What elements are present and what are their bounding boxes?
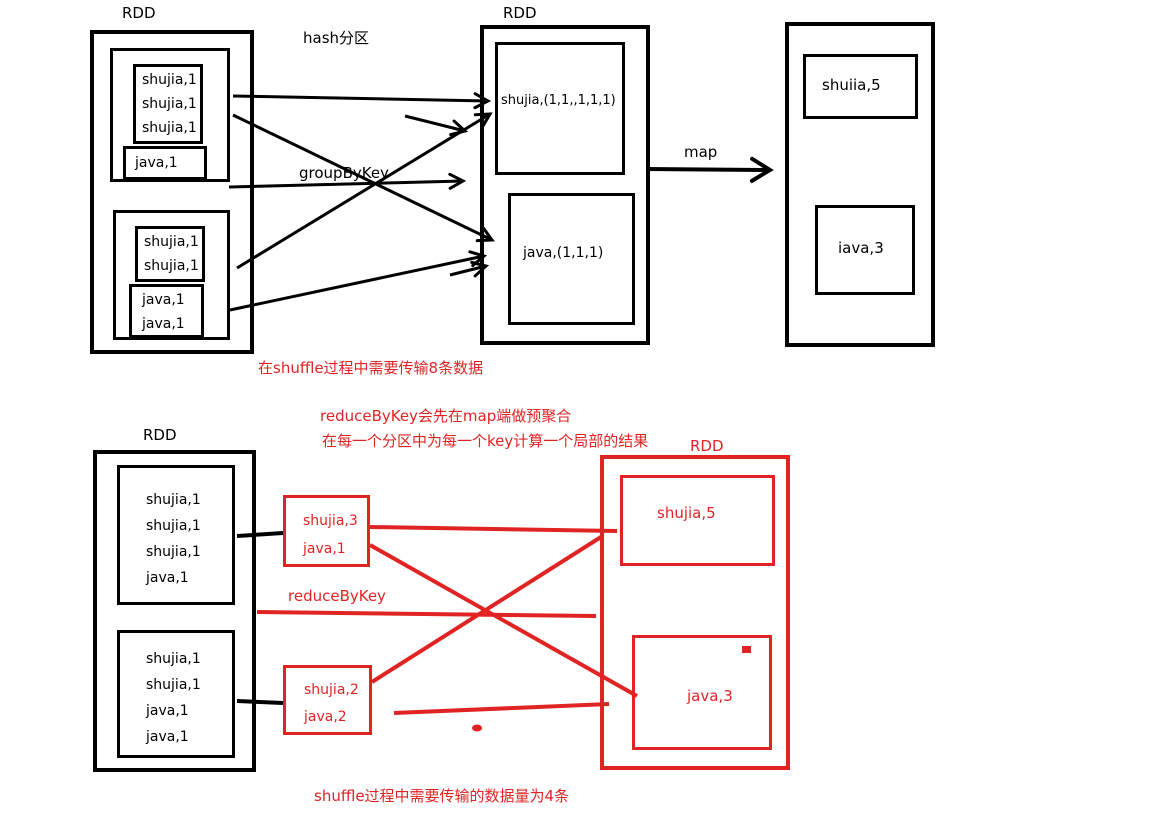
record: java,1 [142, 316, 185, 332]
bottom-shuffle-note: shuffle过程中需要传输的数据量为4条 [314, 787, 570, 805]
hash-partition-label: hash分区 [303, 29, 370, 47]
record: java,1 [146, 570, 189, 586]
arrow-p2shujia-to-shujia-group [236, 112, 493, 270]
bottom-partition2-box: shujia,1 shujia,1 java,1 java,1 [117, 630, 235, 758]
record: shujia,1 [142, 120, 197, 136]
line-reducebykey [256, 610, 597, 618]
bottom-left-rdd-container [93, 450, 256, 772]
bottom-java-result-box: java,3 [632, 635, 772, 750]
top-p1-java-box: java,1 [123, 146, 207, 180]
record: java,1 [135, 155, 178, 171]
shujia-result-text: shujia,5 [657, 504, 716, 522]
line-combiner1-to-shujia-result [369, 525, 618, 533]
red-dot-mark [472, 724, 482, 732]
record: shujia,1 [144, 234, 199, 250]
record: shujia,1 [146, 518, 201, 534]
record: java,1 [146, 729, 189, 745]
top-shuffle-note: 在shuffle过程中需要传输8条数据 [258, 359, 484, 377]
arrow-map [645, 156, 774, 183]
shujia-group-box: shujia,(1,1,,1,1,1) [495, 42, 625, 175]
record: shujia,1 [146, 492, 201, 508]
record: shujia,1 [146, 677, 201, 693]
record: java,2 [304, 709, 347, 725]
line-combiner1-to-java-result [369, 543, 638, 698]
record: java,1 [303, 541, 346, 557]
top-p1-shujia-box: shujia,1 shujia,1 shujia,1 [133, 64, 203, 144]
top-p2-java-box: java,1 java,1 [129, 284, 204, 338]
arrow-p1shujia-to-shujia-group [232, 92, 492, 110]
record: shujia,1 [144, 258, 199, 274]
top-p2-shujia-box: shujia,1 shujia,1 [135, 226, 205, 282]
shujia-result-text: shuiia,5 [822, 76, 881, 94]
line-combiner2-to-java-result [393, 702, 610, 715]
bottom-left-rdd-label: RDD [143, 426, 177, 444]
middle-note-line1: reduceByKey会先在map端做预聚合 [320, 407, 572, 425]
line-combiner2-to-shujia-result [370, 535, 603, 684]
top-left-partition2 [113, 210, 230, 340]
record: shujia,1 [146, 544, 201, 560]
map-label: map [684, 143, 718, 161]
arrow-sketch-stroke-shujia [404, 114, 469, 137]
record: java,1 [142, 292, 185, 308]
bottom-right-rdd-label: RDD [690, 437, 724, 455]
top-java-result-box: iava,3 [815, 205, 915, 295]
group-by-key-label: groupByKey [299, 164, 389, 182]
top-left-partition1 [110, 48, 230, 182]
java-group-text: java,(1,1,1) [523, 245, 604, 261]
arrow-p2java-to-java-group [229, 250, 488, 312]
record: shujia,3 [303, 513, 358, 529]
top-left-rdd-label: RDD [122, 4, 156, 22]
reduce-by-key-label: reduceByKey [288, 587, 386, 605]
top-right-rdd-container [785, 22, 935, 347]
combiner1-box: shujia,3 java,1 [283, 495, 370, 567]
combiner2-box: shujia,2 java,2 [283, 665, 372, 735]
middle-note-line2: 在每一个分区中为每一个key计算一个局部的结果 [322, 432, 649, 450]
record: shujia,1 [142, 72, 197, 88]
bottom-shujia-result-box: shujia,5 [620, 475, 775, 566]
java-group-box: java,(1,1,1) [508, 193, 635, 325]
top-shujia-result-box: shuiia,5 [803, 54, 918, 119]
record: shujia,1 [142, 96, 197, 112]
record: shujia,1 [146, 651, 201, 667]
top-center-rdd-label: RDD [503, 4, 537, 22]
java-result-text: java,3 [687, 687, 733, 705]
record: shujia,2 [304, 682, 359, 698]
java-result-text: iava,3 [838, 239, 884, 257]
record: java,1 [146, 703, 189, 719]
bottom-partition1-box: shujia,1 shujia,1 shujia,1 java,1 [117, 465, 235, 605]
shujia-group-text: shujia,(1,1,,1,1,1) [501, 93, 616, 108]
